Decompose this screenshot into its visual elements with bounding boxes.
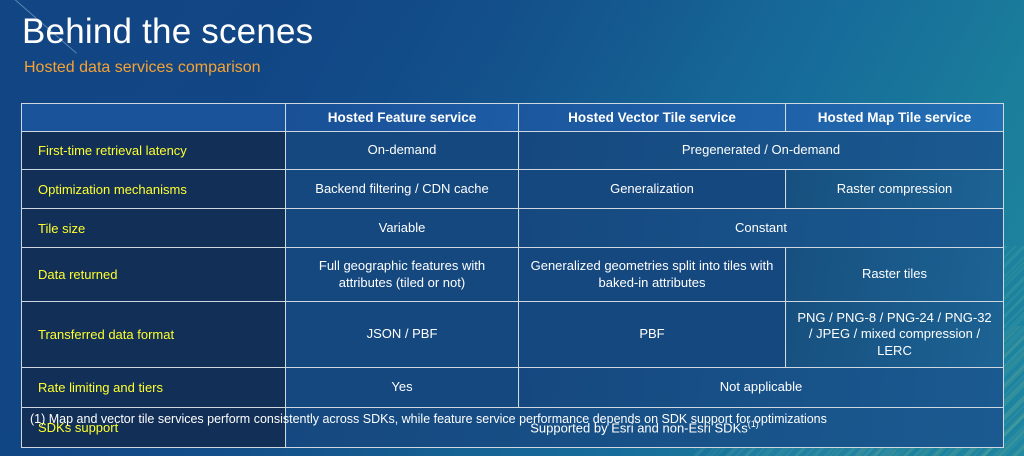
cell-optimization-feature: Backend filtering / CDN cache	[285, 169, 519, 209]
cell-data-returned-vector: Generalized geometries split into tiles …	[518, 247, 786, 302]
cell-optimization-map: Raster compression	[785, 169, 1004, 209]
row-label-first-time-retrieval-latency: First-time retrieval latency	[21, 131, 286, 170]
table-header: Hosted Feature service Hosted Vector Til…	[21, 103, 1004, 132]
table-row: Optimization mechanisms Backend filterin…	[21, 169, 1004, 209]
header-hosted-feature-service: Hosted Feature service	[285, 103, 519, 132]
cell-tile-size-vector-map-merged: Constant	[518, 208, 1004, 248]
page-title: Behind the scenes	[22, 12, 314, 51]
cell-rate-feature: Yes	[285, 367, 519, 408]
header-corner-cell	[21, 103, 286, 132]
table-row: Transferred data format JSON / PBF PBF P…	[21, 301, 1004, 368]
cell-latency-feature: On-demand	[285, 131, 519, 170]
cell-data-returned-map: Raster tiles	[785, 247, 1004, 302]
row-label-rate-limiting-and-tiers: Rate limiting and tiers	[21, 367, 286, 408]
comparison-table-wrapper: Hosted Feature service Hosted Vector Til…	[21, 103, 1004, 448]
cell-optimization-vector: Generalization	[518, 169, 786, 209]
footnote-text: (1) Map and vector tile services perform…	[30, 412, 827, 426]
row-label-transferred-data-format: Transferred data format	[21, 301, 286, 368]
table-header-row: Hosted Feature service Hosted Vector Til…	[21, 103, 1004, 132]
cell-format-map: PNG / PNG-8 / PNG-24 / PNG-32 / JPEG / m…	[785, 301, 1004, 368]
cell-data-returned-feature: Full geographic features with attributes…	[285, 247, 519, 302]
row-label-optimization-mechanisms: Optimization mechanisms	[21, 169, 286, 209]
cell-format-feature: JSON / PBF	[285, 301, 519, 368]
table-row: Rate limiting and tiers Yes Not applicab…	[21, 367, 1004, 408]
table-row: Tile size Variable Constant	[21, 208, 1004, 248]
row-label-tile-size: Tile size	[21, 208, 286, 248]
header-hosted-map-tile-service: Hosted Map Tile service	[785, 103, 1004, 132]
cell-format-vector: PBF	[518, 301, 786, 368]
cell-latency-vector-map-merged: Pregenerated / On-demand	[518, 131, 1004, 170]
table-row: Data returned Full geographic features w…	[21, 247, 1004, 302]
table-row: First-time retrieval latency On-demand P…	[21, 131, 1004, 170]
cell-rate-vector-map-merged: Not applicable	[518, 367, 1004, 408]
cell-tile-size-feature: Variable	[285, 208, 519, 248]
comparison-table: Hosted Feature service Hosted Vector Til…	[21, 103, 1004, 448]
header-hosted-vector-tile-service: Hosted Vector Tile service	[518, 103, 786, 132]
table-body: First-time retrieval latency On-demand P…	[21, 131, 1004, 448]
page-subtitle: Hosted data services comparison	[24, 59, 261, 76]
row-label-data-returned: Data returned	[21, 247, 286, 302]
